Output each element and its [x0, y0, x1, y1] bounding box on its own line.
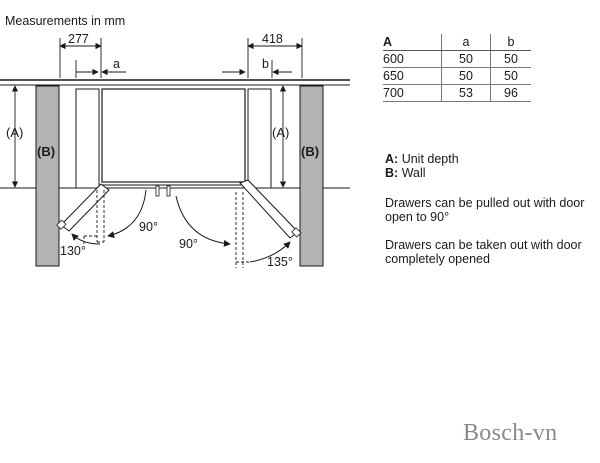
- table-row: 650 50 50: [383, 67, 531, 85]
- dimension-418: [247, 38, 303, 78]
- table-cell: 53: [441, 84, 491, 102]
- depth-label-left: (A): [6, 125, 23, 140]
- legend-b-key: B:: [385, 166, 399, 180]
- table-header: A: [383, 34, 442, 51]
- dimension-table: A a b 600 50 50 650 50 50 700 53 96: [383, 34, 531, 102]
- fridge-body: [101, 88, 246, 183]
- legend-a-key: A:: [385, 152, 399, 166]
- table-cell: 50: [490, 50, 531, 68]
- diagram-title: Measurements in mm: [5, 14, 125, 28]
- table-cell: 50: [441, 67, 491, 85]
- right-door-90-outline: [235, 192, 250, 268]
- angle-right-inner: 90°: [179, 237, 198, 251]
- right-cabinet-side: [247, 88, 272, 189]
- table-cell: 50: [441, 50, 491, 68]
- table-cell: 600: [383, 52, 404, 66]
- left-arc-90: [107, 189, 147, 239]
- left-cabinet-side: [75, 88, 100, 189]
- left-arc-130: [71, 233, 101, 245]
- door-handle-left: [155, 185, 160, 197]
- left-wall: [35, 85, 60, 267]
- table-cell: 96: [490, 84, 531, 102]
- dimension-418-label: 418: [262, 32, 283, 46]
- right-wall: [299, 85, 324, 267]
- gap-b: [222, 60, 292, 78]
- legend-unit-depth: A: Unit depth: [385, 152, 459, 166]
- gap-a-label: a: [113, 57, 120, 71]
- angle-left-outer: 130°: [60, 244, 86, 258]
- left-door-90-outline: [83, 190, 105, 244]
- wall-label-right: (B): [301, 144, 319, 159]
- table-header: a: [441, 34, 491, 51]
- table-row: 700 53 96: [383, 84, 531, 102]
- legend-b-text: Wall: [401, 166, 426, 180]
- right-arc-135: [249, 241, 291, 263]
- table-row: 600 50 50: [383, 50, 531, 68]
- right-arc-90: [175, 195, 231, 247]
- watermark: Bosch-vn: [463, 420, 558, 446]
- door-handle-right: [166, 185, 171, 197]
- legend-wall: B: Wall: [385, 166, 459, 180]
- legend: A: Unit depth B: Wall: [385, 152, 459, 180]
- table-header: b: [490, 34, 531, 51]
- depth-label-right: (A): [272, 125, 289, 140]
- installation-diagram: Measurements in mm (B) (B) 90°: [0, 14, 350, 269]
- gap-a: [75, 60, 126, 78]
- dimension-277: [59, 38, 102, 78]
- note-take-out: Drawers can be taken out with door compl…: [385, 238, 582, 266]
- table-header-row: A a b: [383, 34, 531, 51]
- table-cell: 650: [383, 69, 404, 83]
- legend-a-text: Unit depth: [401, 152, 459, 166]
- gap-b-label: b: [262, 57, 269, 71]
- notes: Drawers can be pulled out with door open…: [385, 196, 595, 280]
- table-cell: 700: [383, 86, 404, 100]
- dimension-277-label: 277: [68, 32, 89, 46]
- angle-left-inner: 90°: [139, 220, 158, 234]
- wall-label-left: (B): [37, 144, 55, 159]
- left-door: [56, 183, 110, 232]
- angle-right-outer: 135°: [267, 255, 293, 269]
- right-door: [239, 179, 302, 239]
- table-cell: 50: [490, 67, 531, 85]
- note-pull-out: Drawers can be pulled out with door open…: [385, 196, 585, 224]
